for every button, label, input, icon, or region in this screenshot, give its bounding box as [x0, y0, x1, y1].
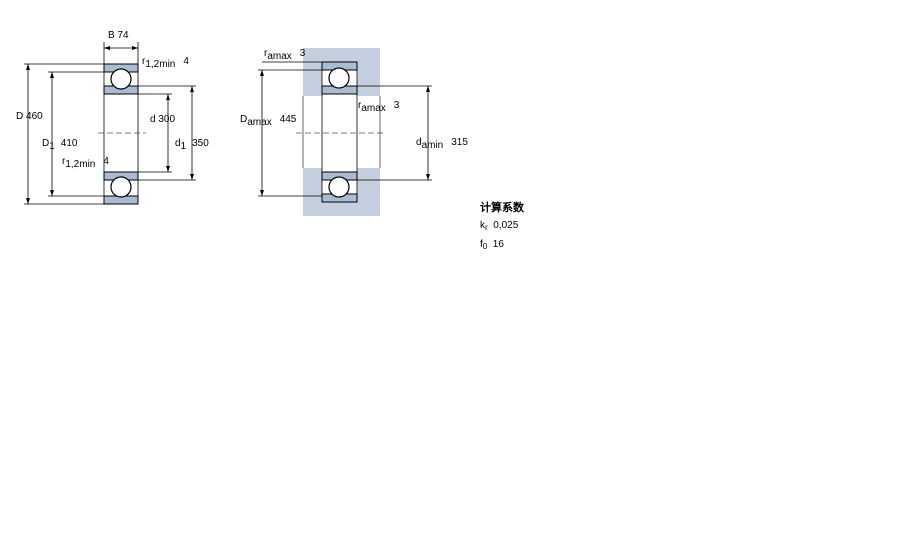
housing-lip-bottom	[303, 168, 322, 202]
mounted-ball-top	[328, 67, 350, 89]
dimension-lines-right	[258, 61, 432, 197]
mounting-section-right	[296, 48, 386, 216]
housing-bottom	[303, 202, 380, 216]
housing-lip-top	[303, 62, 322, 96]
mounted-ball-bottom	[328, 176, 350, 198]
calculation-factors: 计算系数 kr 0,025 f0 16	[480, 200, 524, 255]
label-d: d 300	[150, 114, 175, 125]
ball-bottom	[110, 176, 132, 198]
label-B: B 74	[108, 30, 129, 41]
label-D: D 460	[16, 111, 43, 122]
shaft-shoulder-bottom	[357, 168, 380, 202]
dimension-arrows-left	[26, 46, 194, 204]
ball-top	[110, 68, 132, 90]
bearing-section-left	[98, 63, 146, 205]
factor-kr: kr 0,025	[480, 220, 519, 232]
dimension-arrows-right	[260, 70, 430, 196]
shaft-shoulder-top	[357, 62, 380, 96]
factors-title: 计算系数	[480, 202, 524, 214]
factor-f0: f0 16	[480, 239, 504, 251]
housing-top	[303, 48, 380, 62]
